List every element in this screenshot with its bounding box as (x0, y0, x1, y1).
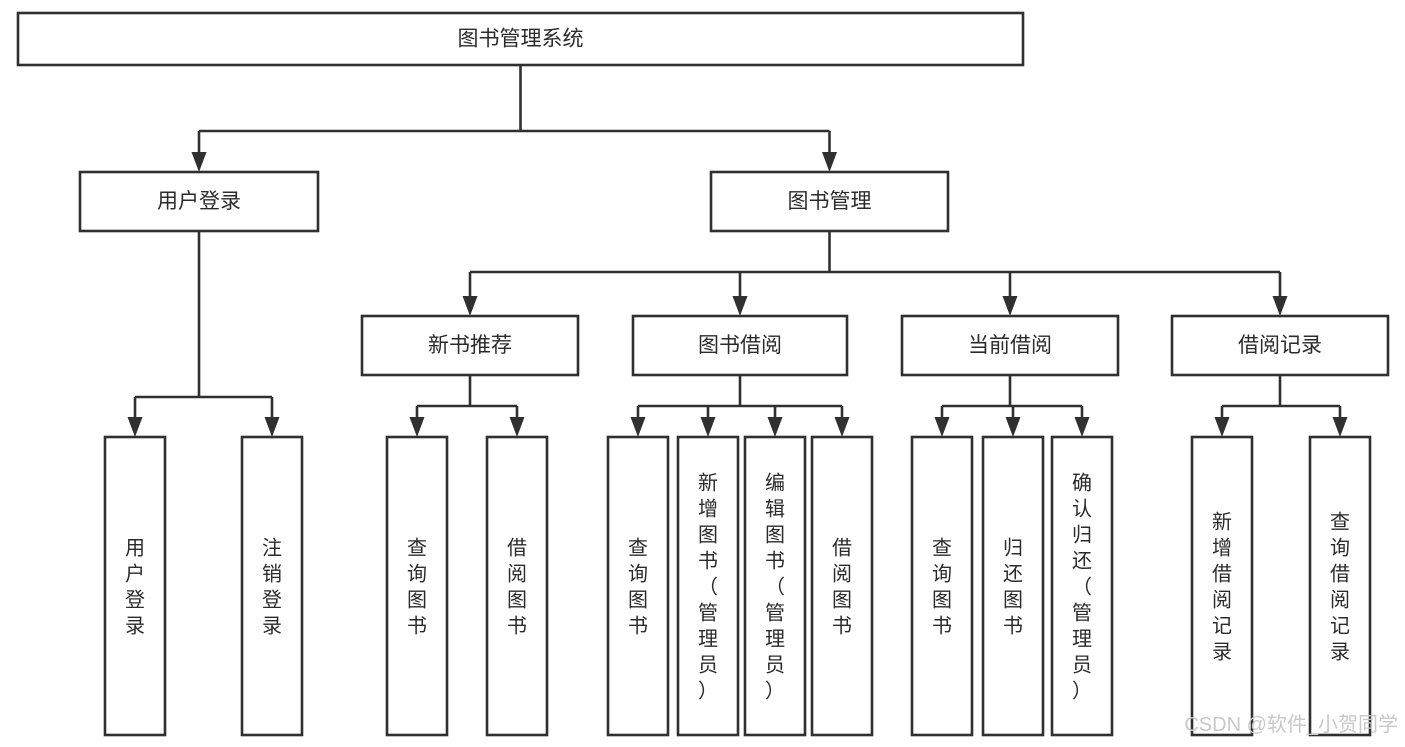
node-leaf-borrow-book-recommend[interactable]: 借阅图书 (485, 435, 549, 737)
arrowhead-leaf-logout-login (264, 417, 280, 437)
node-label-root: 图书管理系统 (458, 28, 584, 51)
node-label-leaf-query-borrow-record: 查询借阅记录 (1330, 510, 1350, 663)
arrowhead-new-book-recommend (462, 296, 478, 316)
node-root[interactable]: 图书管理系统 (16, 11, 1025, 67)
arrowhead-current-borrow (1002, 296, 1018, 316)
node-box-leaf-logout-login[interactable] (240, 435, 304, 737)
node-label-leaf-edit-book-admin: 编辑图书（管理员） (765, 471, 785, 702)
node-box-current-borrow[interactable] (900, 314, 1120, 377)
arrowhead-leaf-add-borrow-record (1214, 417, 1230, 437)
arrowhead-leaf-query-book-recommend (409, 417, 425, 437)
arrowhead-book-manage (822, 152, 837, 172)
arrowhead-leaf-query-book-current (934, 417, 950, 437)
arrowhead-leaf-return-book (1005, 417, 1021, 437)
node-box-root[interactable] (16, 11, 1025, 67)
arrowhead-leaf-confirm-return-admin (1074, 417, 1090, 437)
node-box-book-borrow[interactable] (631, 314, 849, 377)
node-label-new-book-recommend: 新书推荐 (428, 334, 512, 357)
node-leaf-query-book-recommend[interactable]: 查询图书 (385, 435, 449, 737)
node-label-user-login: 用户登录 (157, 190, 241, 213)
node-box-leaf-query-book-current[interactable] (910, 435, 974, 737)
node-box-new-book-recommend[interactable] (360, 314, 580, 377)
node-label-leaf-borrow-book-borrow: 借阅图书 (832, 536, 852, 637)
node-borrow-record[interactable]: 借阅记录 (1170, 314, 1390, 377)
node-leaf-query-book-borrow[interactable]: 查询图书 (606, 435, 670, 737)
node-label-leaf-add-borrow-record: 新增借阅记录 (1212, 510, 1232, 663)
node-book-manage[interactable]: 图书管理 (709, 170, 950, 233)
node-leaf-logout-login[interactable]: 注销登录 (240, 435, 304, 737)
arrowhead-book-borrow (732, 296, 748, 316)
arrowhead-leaf-query-book-borrow (630, 417, 646, 437)
node-leaf-add-book-admin[interactable]: 新增图书（管理员） (676, 435, 740, 737)
node-box-leaf-return-book[interactable] (981, 435, 1045, 737)
node-leaf-query-book-current[interactable]: 查询图书 (910, 435, 974, 737)
node-label-book-borrow: 图书借阅 (698, 334, 782, 357)
node-label-leaf-borrow-book-recommend: 借阅图书 (507, 536, 527, 637)
node-leaf-confirm-return-admin[interactable]: 确认归还（管理员） (1050, 435, 1114, 737)
node-leaf-edit-book-admin[interactable]: 编辑图书（管理员） (743, 435, 807, 737)
node-label-leaf-query-book-borrow: 查询图书 (628, 536, 648, 637)
arrowhead-leaf-borrow-book-borrow (834, 417, 850, 437)
node-label-leaf-add-book-admin: 新增图书（管理员） (698, 471, 718, 702)
arrowhead-borrow-record (1272, 296, 1288, 316)
node-label-book-manage: 图书管理 (788, 190, 872, 213)
node-box-leaf-user-login[interactable] (103, 435, 167, 737)
arrowhead-user-login (191, 152, 207, 172)
node-label-leaf-confirm-return-admin: 确认归还（管理员） (1072, 471, 1092, 702)
node-user-login[interactable]: 用户登录 (78, 170, 320, 233)
node-box-leaf-query-book-borrow[interactable] (606, 435, 670, 737)
csdn-watermark: CSDN @软件_小贺同学 (1184, 713, 1398, 736)
node-box-leaf-query-borrow-record[interactable] (1308, 435, 1372, 737)
node-leaf-user-login[interactable]: 用户登录 (103, 435, 167, 737)
arrowhead-leaf-user-login (127, 417, 143, 437)
node-box-leaf-add-borrow-record[interactable] (1190, 435, 1254, 737)
arrowhead-leaf-query-borrow-record (1332, 417, 1348, 437)
arrowhead-leaf-add-book-admin (700, 417, 716, 437)
node-label-leaf-return-book: 归还图书 (1003, 536, 1023, 637)
arrowhead-leaf-borrow-book-recommend (509, 417, 525, 437)
node-book-borrow[interactable]: 图书借阅 (631, 314, 849, 377)
node-box-user-login[interactable] (78, 170, 320, 233)
node-box-book-manage[interactable] (709, 170, 950, 233)
node-label-leaf-logout-login: 注销登录 (262, 536, 282, 637)
connector-layer (127, 65, 1348, 437)
arrowhead-leaf-edit-book-admin (767, 417, 783, 437)
node-box-borrow-record[interactable] (1170, 314, 1390, 377)
node-box-leaf-borrow-book-recommend[interactable] (485, 435, 549, 737)
node-label-leaf-query-book-recommend: 查询图书 (407, 536, 427, 637)
node-label-leaf-user-login: 用户登录 (125, 537, 145, 637)
node-current-borrow[interactable]: 当前借阅 (900, 314, 1120, 377)
node-label-leaf-query-book-current: 查询图书 (932, 536, 952, 637)
node-leaf-borrow-book-borrow[interactable]: 借阅图书 (810, 435, 874, 737)
node-leaf-add-borrow-record[interactable]: 新增借阅记录 (1190, 435, 1254, 737)
node-label-current-borrow: 当前借阅 (968, 334, 1052, 357)
node-leaf-query-borrow-record[interactable]: 查询借阅记录 (1308, 435, 1372, 737)
node-box-leaf-query-book-recommend[interactable] (385, 435, 449, 737)
node-box-leaf-edit-book-admin[interactable] (743, 435, 807, 737)
node-label-borrow-record: 借阅记录 (1238, 334, 1322, 357)
node-box-leaf-borrow-book-borrow[interactable] (810, 435, 874, 737)
node-box-leaf-add-book-admin[interactable] (676, 435, 740, 737)
node-leaf-return-book[interactable]: 归还图书 (981, 435, 1045, 737)
node-new-book-recommend[interactable]: 新书推荐 (360, 314, 580, 377)
node-layer: 图书管理系统用户登录图书管理新书推荐图书借阅当前借阅借阅记录用户登录注销登录查询… (16, 11, 1390, 737)
node-box-leaf-confirm-return-admin[interactable] (1050, 435, 1114, 737)
